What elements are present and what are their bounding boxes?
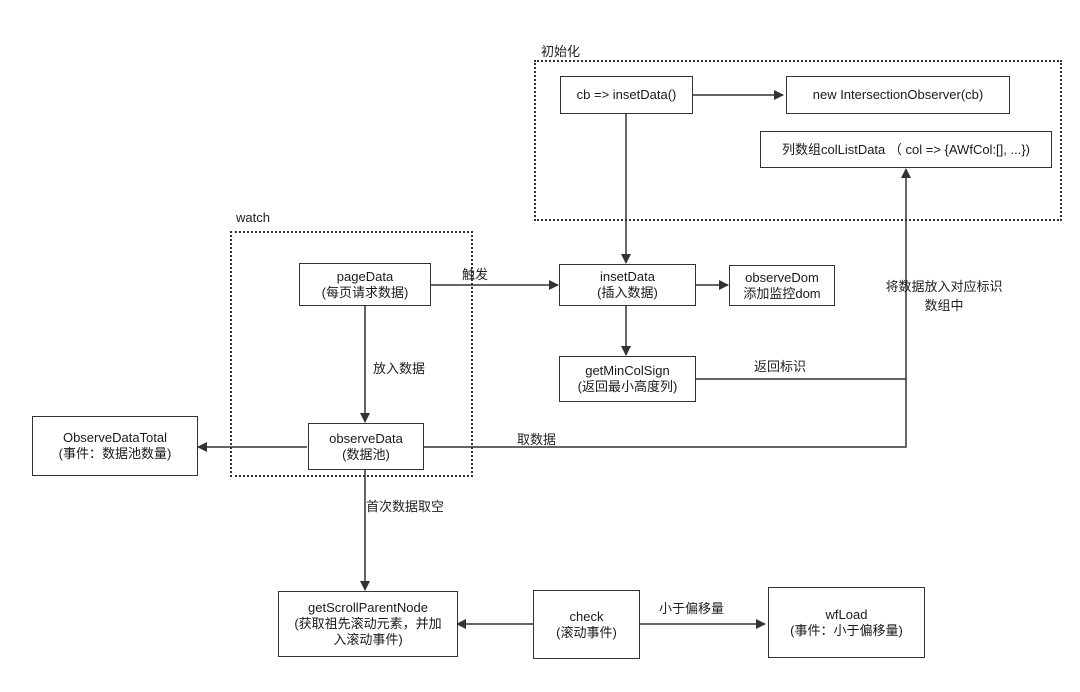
edge-label-return-sign: 返回标识 — [754, 359, 807, 374]
node-cb-inset: cb => insetData() — [560, 76, 693, 114]
node-observe-total-title: ObserveDataTotal — [62, 430, 168, 445]
watch-group-label: watch — [236, 210, 270, 225]
node-inset-data: insetData (插入数据) — [559, 264, 696, 306]
node-wf-load-subtitle: (事件：小于偏移量) — [790, 622, 903, 638]
node-scroll-parent-subtitle-2: 入滚动事件) — [333, 632, 403, 647]
node-observe-dom: observeDom 添加监控dom — [729, 265, 835, 306]
init-group-label: 初始化 — [541, 44, 581, 59]
edge-label-put-data: 放入数据 — [373, 361, 426, 376]
node-inset-data-title: insetData — [600, 269, 655, 284]
node-inset-data-subtitle: (插入数据) — [597, 285, 658, 300]
node-observe-data-subtitle: (数据池) — [342, 446, 390, 462]
edge-label-put-into-line2: 数组中 — [924, 298, 964, 313]
node-observe-total: ObserveDataTotal (事件：数据池数量) — [32, 416, 198, 476]
edge-observe-to-col — [423, 379, 907, 448]
node-check-subtitle: (滚动事件) — [556, 624, 617, 640]
node-observe-dom-subtitle: 添加监控dom — [743, 285, 821, 301]
node-observe-data: observeData (数据池) — [308, 423, 424, 470]
edge-label-put-into: 将数据放入对应标识 数组中 — [882, 276, 1006, 314]
edge-label-take-data: 取数据 — [517, 432, 557, 447]
node-scroll-parent: getScrollParentNode (获取祖先滚动元素，并加 入滚动事件) — [278, 591, 458, 657]
node-check-title: check — [569, 608, 604, 624]
node-check: check (滚动事件) — [533, 590, 640, 659]
watch-group — [230, 231, 473, 477]
edge-label-less-offset: 小于偏移量 — [659, 601, 725, 616]
node-wf-load: wfLoad (事件：小于偏移量) — [768, 587, 925, 658]
node-wf-load-title: wfLoad — [825, 606, 868, 622]
node-observe-data-title: observeData — [329, 430, 403, 446]
node-scroll-parent-subtitle: (获取祖先滚动元素，并加 — [294, 616, 442, 631]
edge-label-first-empty: 首次数据取空 — [366, 499, 445, 514]
node-get-min-col: getMinColSign (返回最小高度列) — [559, 356, 696, 402]
edge-label-put-into-line1: 将数据放入对应标识 — [885, 279, 1003, 294]
edge-label-trigger: 触发 — [462, 267, 489, 282]
node-page-data-title: pageData — [336, 268, 394, 284]
node-new-observer: new IntersectionObserver(cb) — [786, 76, 1010, 114]
node-page-data: pageData (每页请求数据) — [299, 263, 431, 306]
node-scroll-parent-title: getScrollParentNode — [308, 600, 428, 615]
node-page-data-subtitle: (每页请求数据) — [321, 284, 409, 300]
init-group — [534, 60, 1062, 221]
node-observe-total-subtitle: (事件：数据池数量) — [58, 446, 172, 461]
node-col-list-text: 列数组colListData （ col => {AWfCol:[], ...}… — [781, 141, 1031, 157]
node-get-min-col-subtitle: (返回最小高度列) — [577, 379, 678, 394]
node-get-min-col-title: getMinColSign — [585, 363, 670, 378]
node-col-list: 列数组colListData （ col => {AWfCol:[], ...}… — [760, 131, 1052, 168]
node-observe-dom-title: observeDom — [745, 269, 819, 285]
node-cb-inset-text: cb => insetData() — [576, 87, 677, 102]
node-new-observer-text: new IntersectionObserver(cb) — [812, 87, 984, 102]
